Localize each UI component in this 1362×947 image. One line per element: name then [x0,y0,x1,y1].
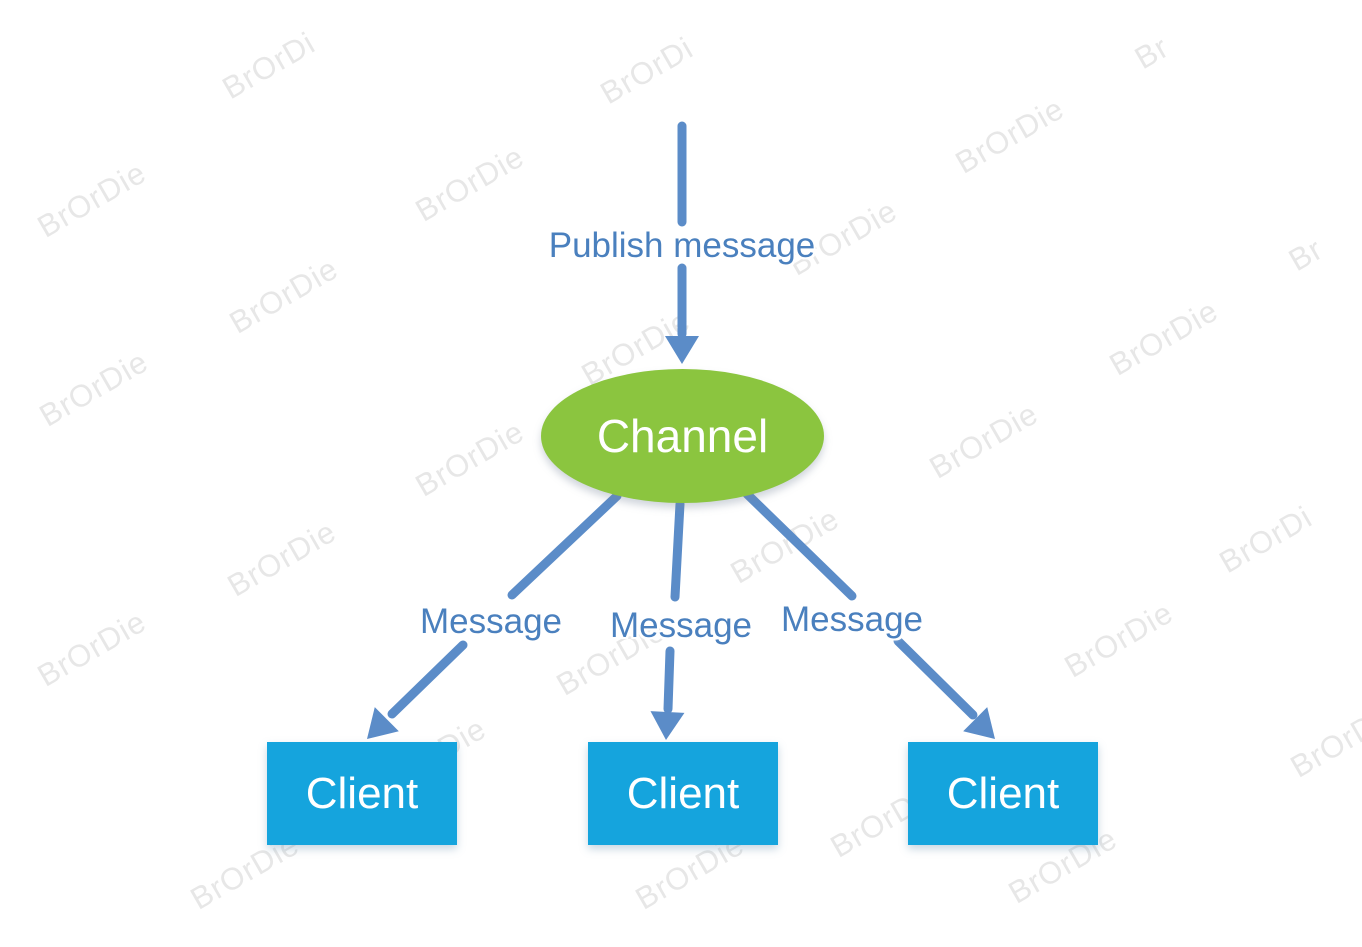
message-right-arrowhead [963,707,995,739]
client-label-3: Client [946,768,1060,818]
message-middle-line-bottom [663,646,675,714]
publish-arrow [665,121,699,364]
message-label-left: Message [419,602,563,641]
client-node-2: Client [588,742,778,845]
channel-node: Channel [541,369,824,503]
message-left-line-top [507,491,622,600]
client-label-2: Client [626,768,740,818]
message-arrow-right [742,489,995,739]
client-node-3: Client [908,742,1098,845]
client-node-1: Client [267,742,457,845]
message-right-line-top [742,489,857,601]
publish-message-label: Publish message [548,226,816,265]
publish-arrowhead [665,336,699,364]
message-label-right: Message [780,600,924,639]
message-arrow-middle [650,499,685,740]
channel-label: Channel [596,410,769,462]
message-middle-arrowhead [650,711,685,740]
client-label-1: Client [305,768,419,818]
message-right-line-bottom [893,636,978,720]
message-left-arrowhead [367,707,399,739]
message-label-middle: Message [609,606,753,645]
message-arrow-left [367,491,622,739]
message-middle-line-top [670,499,685,602]
message-left-line-bottom [387,640,468,719]
